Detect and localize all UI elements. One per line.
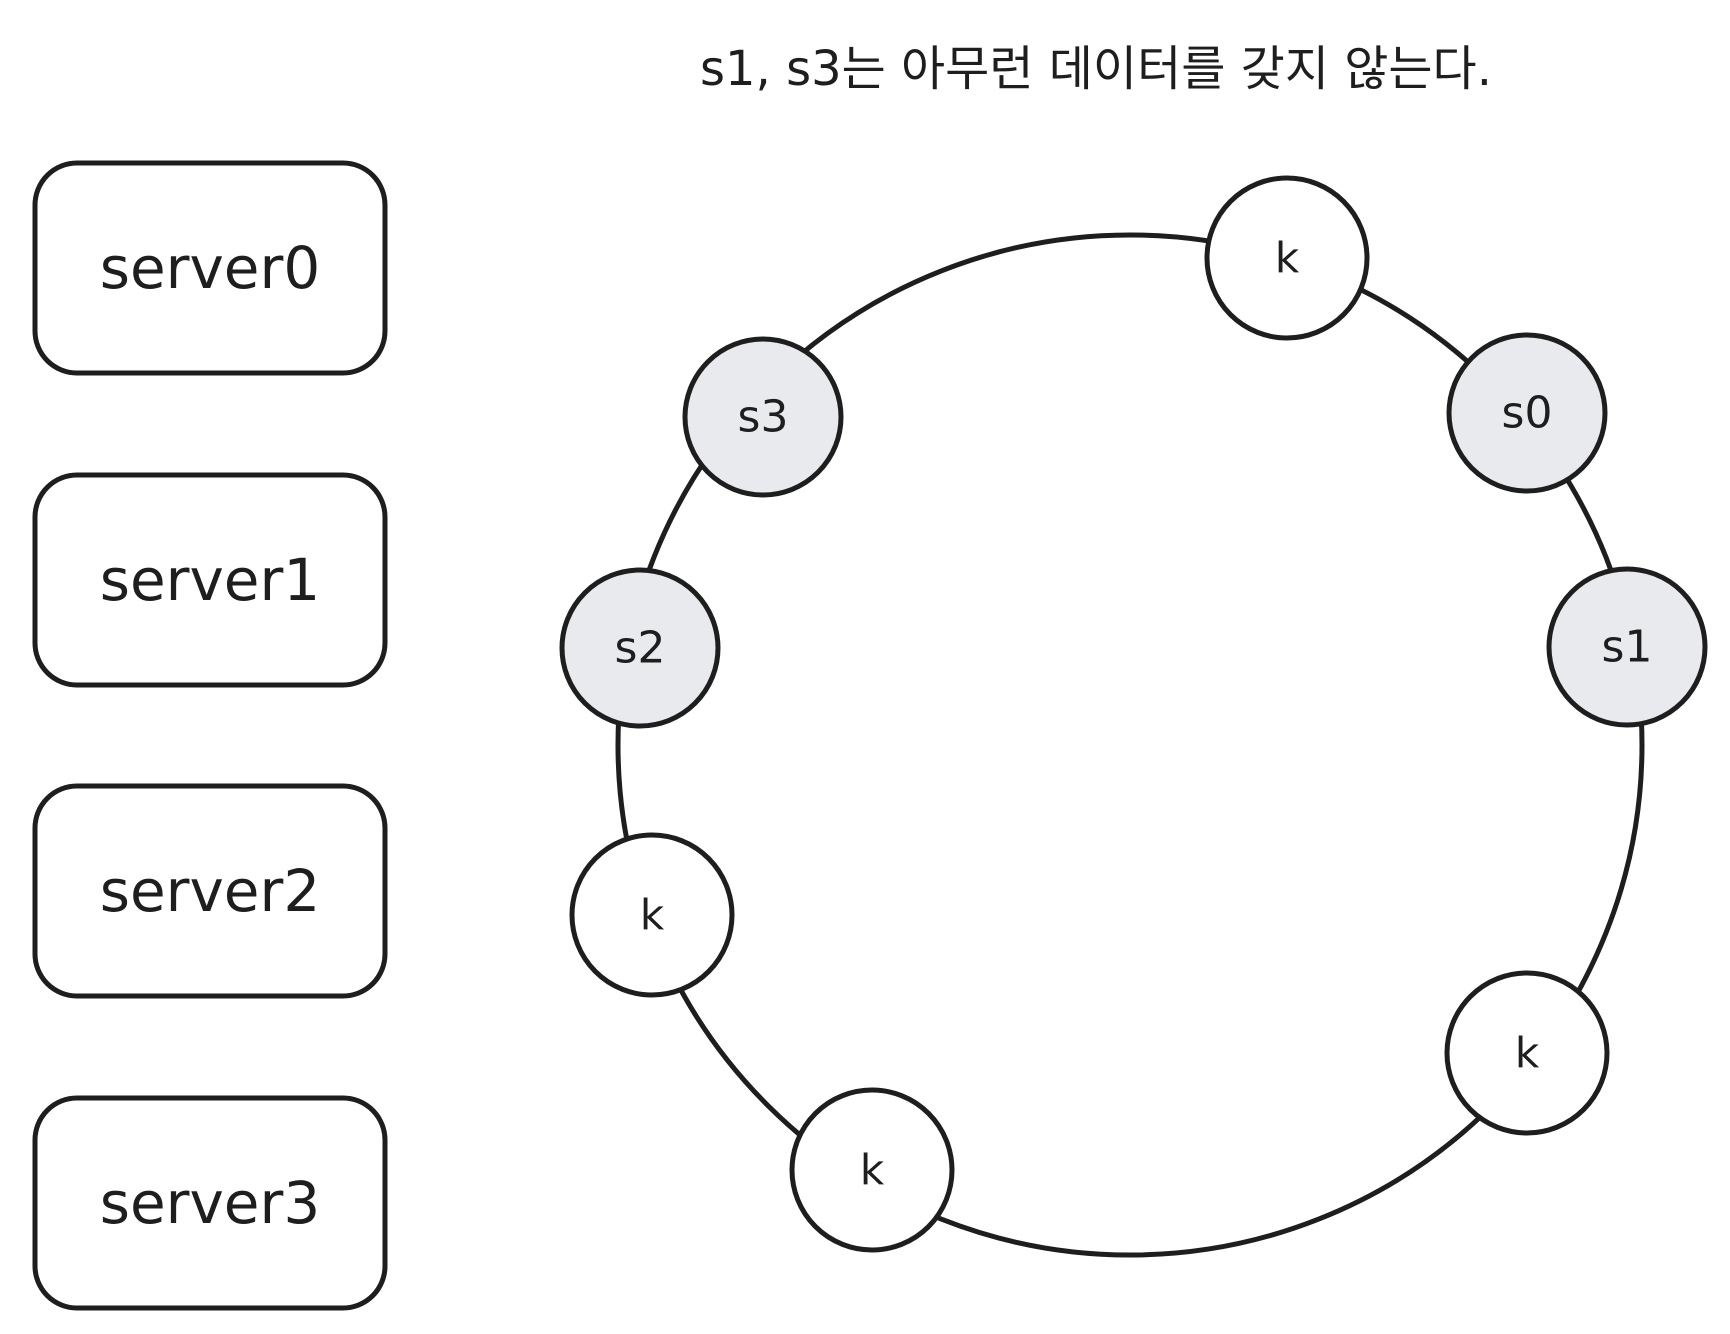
server-box-0: server0 [32, 160, 388, 376]
server-list: server0 server1 server2 server3 [32, 160, 388, 1311]
server-box-3: server3 [32, 1095, 388, 1311]
server-box-2: server2 [32, 783, 388, 999]
ring-node-s0: s0 [1446, 332, 1608, 494]
server-box-label: server2 [100, 857, 321, 925]
hash-ring [615, 232, 1645, 1258]
ring-node-s3: s3 [682, 336, 844, 498]
ring-node-k-right: k [1444, 970, 1610, 1136]
key-node-label: k [860, 1146, 885, 1195]
ring-nodes: k s0 s1 s3 s2 k k k [559, 175, 1708, 1253]
key-node-label: k [1275, 234, 1300, 283]
server-box-1: server1 [32, 472, 388, 688]
server-box-label: server3 [100, 1169, 321, 1237]
ring-node-k-top: k [1204, 175, 1370, 341]
server-node-label: s3 [738, 392, 789, 443]
ring-node-s2: s2 [559, 567, 721, 729]
ring-node-k-left: k [569, 832, 735, 998]
server-node-label: s2 [615, 623, 666, 674]
server-node-label: s1 [1602, 622, 1653, 673]
key-node-label: k [640, 891, 665, 940]
diagram-caption: s1, s3는 아무런 데이터를 갖지 않는다. [700, 41, 1492, 97]
ring-node-s1: s1 [1546, 566, 1708, 728]
server-node-label: s0 [1502, 388, 1553, 439]
key-node-label: k [1515, 1029, 1540, 1078]
server-box-label: server1 [100, 546, 321, 614]
ring-node-k-bottom: k [789, 1087, 955, 1253]
server-box-label: server0 [100, 234, 321, 302]
